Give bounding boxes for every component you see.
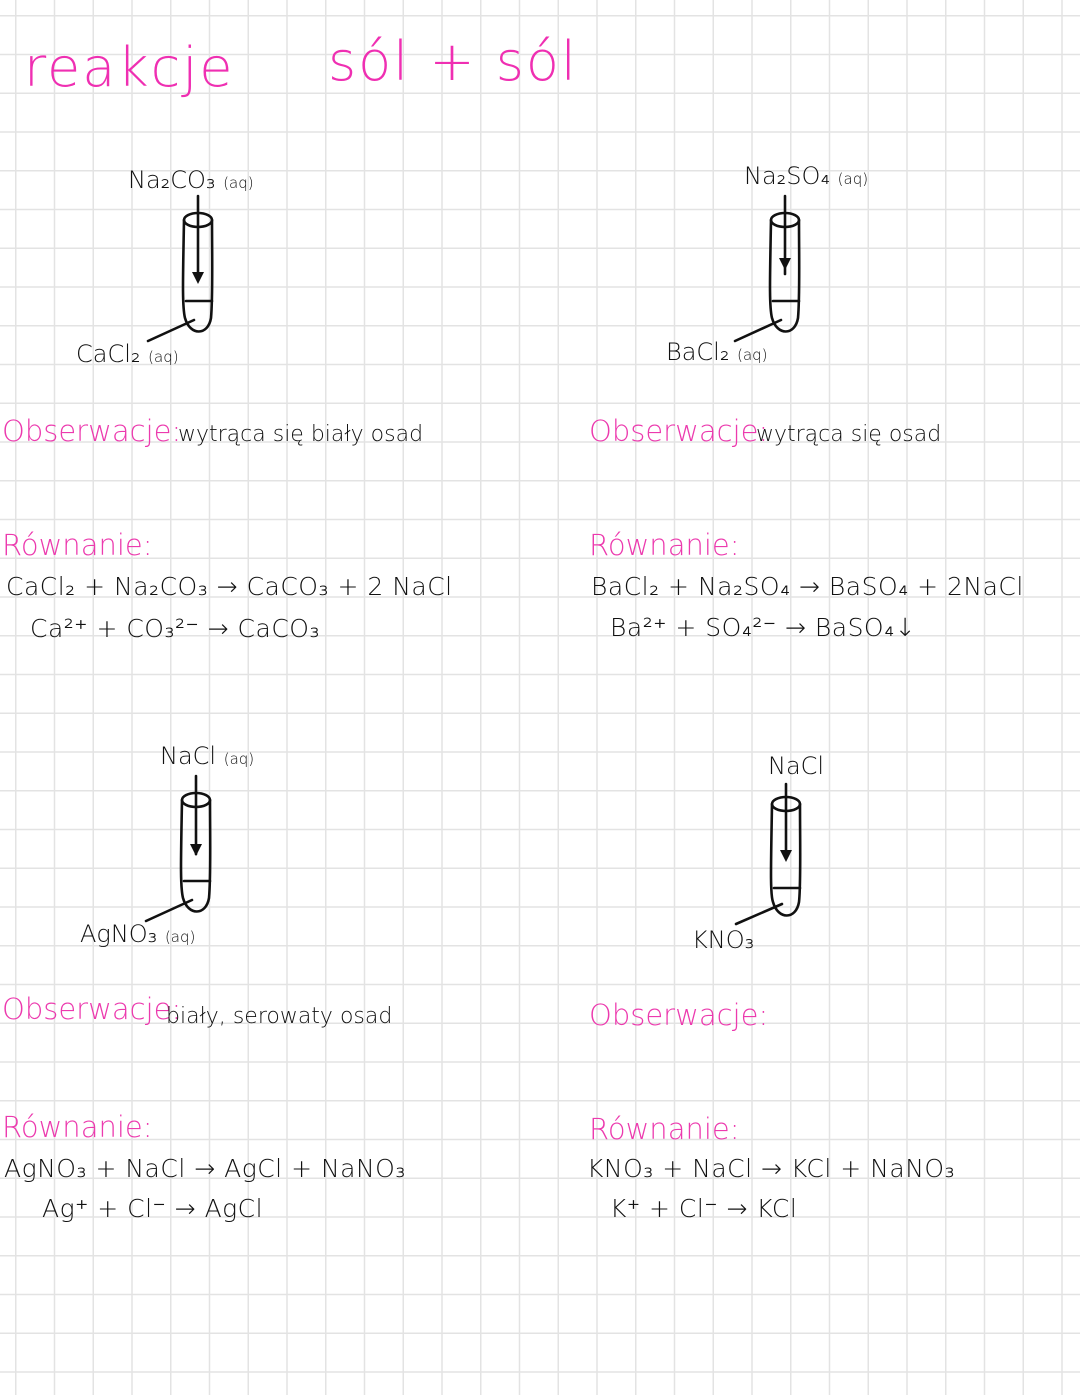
equation-ionic-3: Ag⁺ + Cl⁻ → AgCl — [42, 1194, 264, 1223]
equation-ionic-1: Ca²⁺ + CO₃²⁻ → CaCO₃ — [30, 614, 320, 643]
test-tube-icon — [733, 194, 801, 343]
arrow-down-icon — [190, 844, 202, 856]
reagent-top-state: (aq) — [223, 174, 254, 192]
test-tube-1 — [146, 194, 270, 370]
equation-ionic-4: K⁺ + Cl⁻ → KCl — [610, 1194, 798, 1223]
reagent-bottom-4: KNO₃ — [692, 926, 754, 954]
equation-molecular-4: KNO₃ + NaCl → KCl + NaNO₃ — [587, 1154, 956, 1183]
reagent-top-formula: Na₂CO₃ — [128, 166, 216, 194]
page-title-right: sól + sól — [328, 30, 578, 93]
equation-label-3: Równanie: — [2, 1110, 153, 1144]
equation-molecular-3: AgNO₃ + NaCl → AgCl + NaNO₃ — [4, 1154, 406, 1183]
reagent-bottom-2: BaCl₂ (aq) — [666, 338, 768, 366]
equation-label-2: Równanie: — [589, 528, 740, 562]
equation-label-1: Równanie: — [2, 528, 153, 562]
observation-text-2: wytrąca się osad — [756, 422, 942, 447]
reagent-top-4: NaCl — [768, 752, 824, 780]
observation-label-1: Obserwacje: — [2, 414, 182, 448]
test-tube-2 — [733, 194, 857, 370]
reagent-top-state: (aq) — [837, 170, 869, 188]
test-tube-icon — [734, 782, 802, 926]
reagent-bottom-state: (aq) — [164, 928, 196, 946]
page-title-left: reakcje — [24, 36, 235, 99]
arrow-down-icon — [192, 272, 204, 284]
equation-ionic-2: Ba²⁺ + SO₄²⁻ → BaSO₄↓ — [610, 613, 917, 642]
equation-molecular-2: BaCl₂ + Na₂SO₄ → BaSO₄ + 2NaCl — [591, 572, 1024, 601]
arrow-down-icon — [780, 850, 792, 862]
arrow-down-icon — [779, 258, 791, 270]
reagent-bottom-formula: CaCl₂ — [76, 340, 141, 368]
observation-label-4: Obserwacje: — [589, 998, 769, 1032]
reagent-bottom-state: (aq) — [148, 348, 179, 366]
observation-text-1: wytrąca się biały osad — [178, 422, 424, 447]
reagent-bottom-formula: AgNO₃ — [80, 920, 158, 948]
reagent-bottom-1: CaCl₂ (aq) — [76, 340, 179, 368]
test-tube-4 — [734, 782, 858, 958]
reagent-top-2: Na₂SO₄ (aq) — [744, 162, 868, 190]
equation-label-4: Równanie: — [589, 1112, 740, 1146]
reagent-top-formula: Na₂SO₄ — [744, 162, 831, 190]
observation-text-3: biały, serowaty osad — [166, 1004, 393, 1029]
reagent-bottom-3: AgNO₃ (aq) — [80, 920, 195, 948]
reagent-bottom-formula: KNO₃ — [692, 926, 755, 954]
reagent-top-formula: NaCl — [160, 742, 217, 770]
test-tube-icon — [146, 194, 214, 343]
observation-label-3: Obserwacje: — [2, 992, 182, 1026]
test-tube-icon — [144, 774, 212, 923]
observation-label-2: Obserwacje: — [589, 414, 769, 448]
reagent-top-3: NaCl (aq) — [160, 742, 254, 770]
test-tube-3 — [144, 774, 268, 950]
reagent-top-formula: NaCl — [768, 752, 825, 780]
equation-molecular-1: CaCl₂ + Na₂CO₃ → CaCO₃ + 2 NaCl — [6, 572, 453, 601]
reagent-top-state: (aq) — [223, 750, 255, 768]
reagent-bottom-formula: BaCl₂ — [666, 338, 730, 366]
reagent-top-1: Na₂CO₃ (aq) — [128, 166, 254, 194]
reagent-bottom-state: (aq) — [737, 346, 768, 364]
